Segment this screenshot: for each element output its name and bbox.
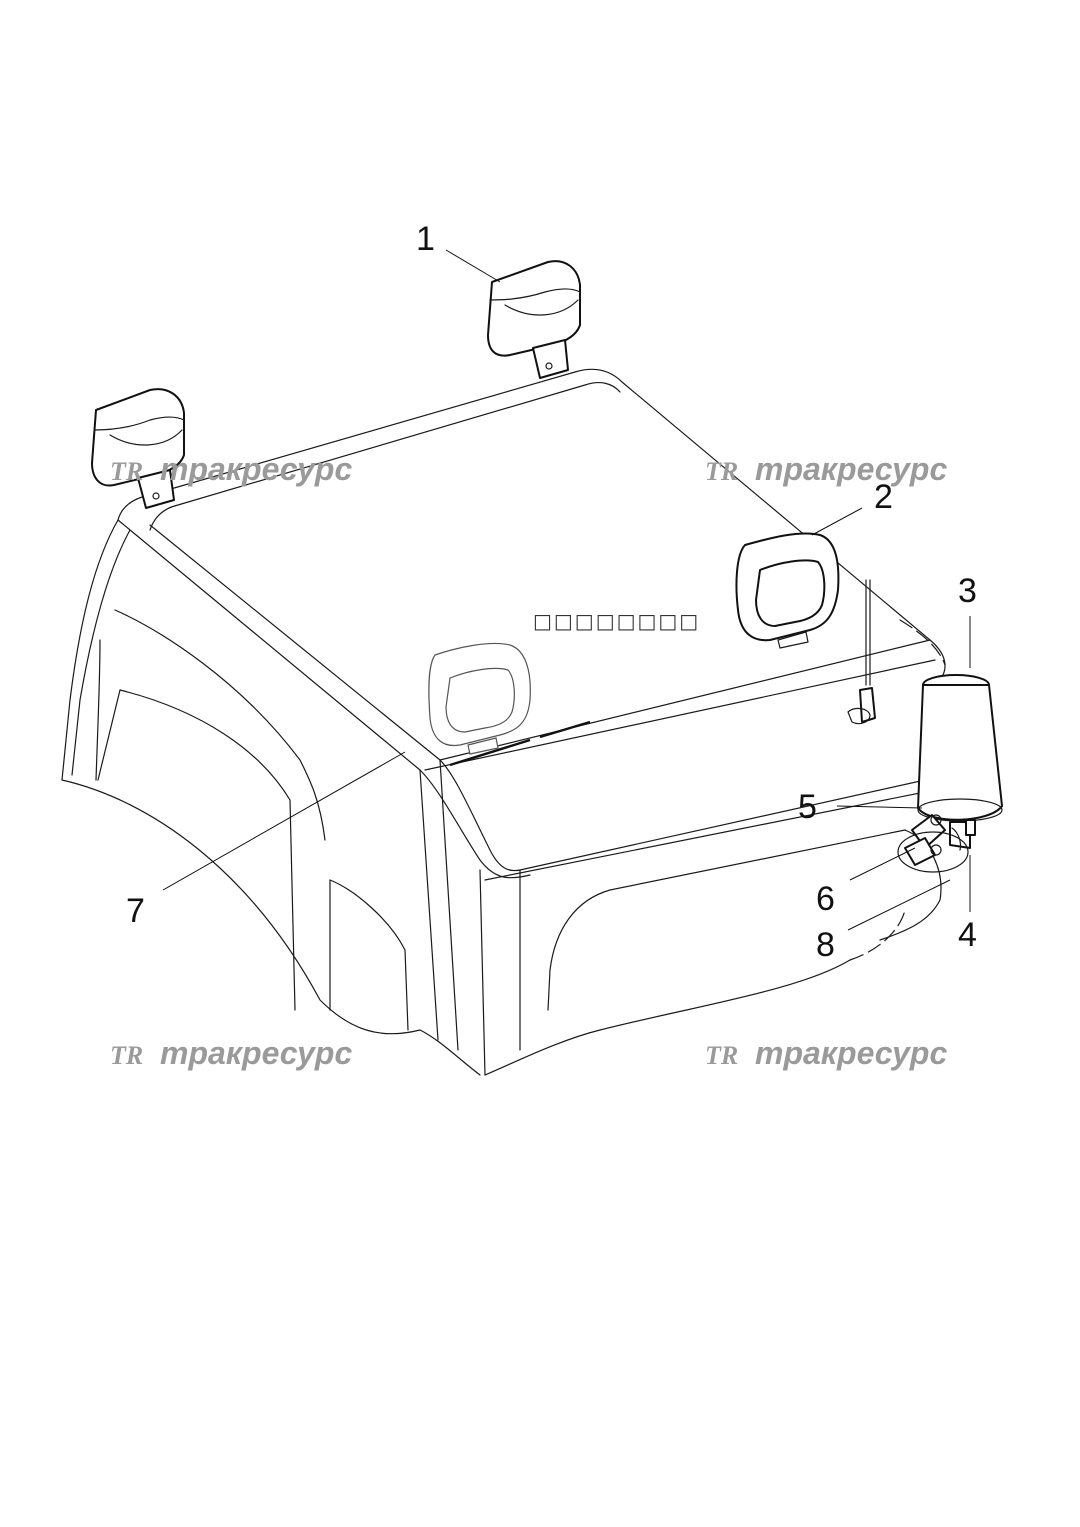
watermark-bottom-left: TR тракресурс [110, 1035, 352, 1071]
work-light-left [91, 388, 185, 509]
beacon-bracket [904, 814, 946, 866]
callout-3: 3 [958, 572, 977, 610]
watermark-top-right: TR тракресурс [705, 451, 947, 487]
callout-5: 5 [798, 788, 817, 826]
antenna [847, 579, 876, 725]
callout-8: 8 [816, 926, 835, 964]
center-label: □□□□□□□□ [533, 609, 700, 633]
watermark-logo: TR [705, 457, 738, 486]
watermark-text: тракресурс [160, 451, 352, 487]
front-lamp-left [428, 642, 531, 755]
beacon-base [897, 827, 969, 873]
callout-1: 1 [416, 220, 435, 258]
watermark-logo: TR [110, 1041, 143, 1070]
callout-6: 6 [816, 880, 835, 918]
front-lamp-right [735, 532, 840, 649]
watermark-text: тракресурс [160, 1035, 352, 1071]
watermark-logo: TR [705, 1041, 738, 1070]
watermark-top-left: TR тракресурс [110, 451, 352, 487]
watermark-text: тракресурс [755, 451, 947, 487]
callout-4: 4 [958, 916, 977, 954]
watermark-logo: TR [110, 457, 143, 486]
leader-lines [162, 249, 971, 931]
callout-2: 2 [874, 478, 893, 516]
work-light-top [487, 260, 581, 379]
watermark-text: тракресурс [755, 1035, 947, 1071]
watermark-bottom-right: TR тракресурс [705, 1035, 947, 1071]
cab-body [61, 368, 971, 1076]
callout-7: 7 [126, 892, 145, 930]
beacon-light [917, 674, 1003, 849]
